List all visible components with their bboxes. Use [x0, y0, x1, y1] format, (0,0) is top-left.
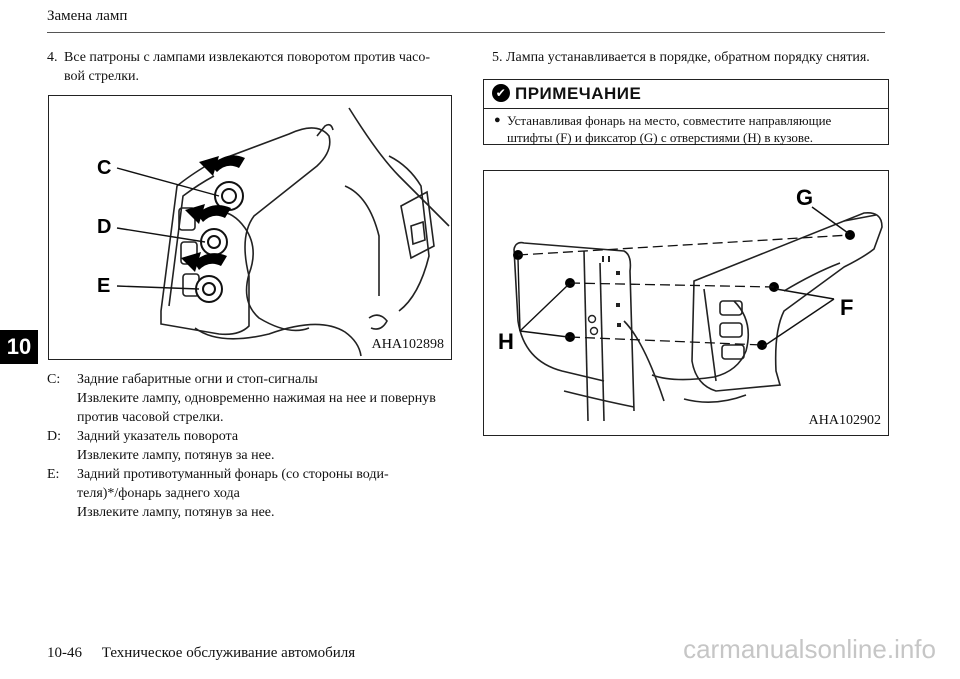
step-number: 4.: [47, 50, 58, 65]
caption-line: Задние габаритные огни и стоп-сигналы: [77, 372, 318, 387]
caption-line: Извлеките лампу, одновременно нажимая на…: [77, 391, 436, 406]
figure-captions: C: Задние габаритные огни и стоп-сигналы…: [47, 370, 449, 522]
callout-f: F: [840, 295, 853, 320]
note-text: Устанавливая фонарь на место, совместите…: [507, 113, 832, 145]
note-item: ● Устанавливая фонарь на место, совмести…: [494, 112, 880, 146]
caption-d: D: Задний указатель поворота Извлеките л…: [47, 427, 449, 465]
page-number: 10-46: [47, 645, 82, 661]
header-rule: [47, 32, 885, 33]
illustration-lamp-sockets: C D E: [97, 107, 450, 357]
step-4: 4. Все патроны с лампами извлекаются пово…: [47, 48, 449, 86]
caption-line: Задний указатель поворота: [77, 429, 239, 444]
figure-bulb-sockets: C D E AHA102898: [48, 95, 452, 360]
chapter-tab: 10: [0, 330, 38, 364]
note-title: ПРИМЕЧАНИЕ: [515, 84, 642, 103]
bullet-icon: ●: [494, 114, 501, 126]
checkmark-icon: ✔: [492, 84, 510, 102]
figure-code: AHA102902: [808, 413, 881, 429]
callout-c: C: [97, 157, 111, 179]
running-header: Замена ламп: [47, 8, 128, 24]
callout-h: H: [498, 329, 514, 354]
step-text-line2: вой стрелки.: [64, 69, 140, 84]
watermark: carmanualsonline.info: [683, 634, 936, 664]
callout-e: E: [97, 275, 110, 297]
caption-line: теля)*/фонарь заднего хода: [77, 486, 240, 501]
caption-line: Задний противотуманный фонарь (со сторон…: [77, 467, 389, 482]
section-title: Техническое обслуживание автомобиля: [101, 645, 356, 661]
figure-lamp-installation: G F H AHA102902: [483, 170, 889, 436]
callout-d: D: [97, 216, 111, 238]
note-divider: [484, 108, 888, 109]
page-footer: 10-46 Техническое обслуживание автомобил…: [47, 645, 355, 662]
caption-line: против часовой стрелки.: [77, 410, 224, 425]
caption-key: E:: [47, 467, 60, 482]
caption-key: C:: [47, 372, 61, 387]
caption-line: Извлеките лампу, потянув за нее.: [77, 448, 275, 463]
callout-g: G: [796, 185, 813, 210]
figure-code: AHA102898: [371, 337, 444, 353]
caption-e: E: Задний противотуманный фонарь (со сто…: [47, 465, 449, 522]
caption-line: Извлеките лампу, потянув за нее.: [77, 505, 275, 520]
illustration-lamp-pins: G F H: [498, 185, 883, 422]
step-5: 5. Лампа устанавливается в порядке, обра…: [492, 50, 870, 65]
note-box: ✔ ПРИМЕЧАНИЕ ● Устанавливая фонарь на мес…: [483, 79, 889, 145]
step-text-line1: Все патроны с лампами извлекаются поворо…: [64, 50, 430, 65]
note-heading: ✔ ПРИМЕЧАНИЕ: [492, 84, 641, 104]
caption-c: C: Задние габаритные огни и стоп-сигналы…: [47, 370, 449, 427]
caption-key: D:: [47, 429, 61, 444]
